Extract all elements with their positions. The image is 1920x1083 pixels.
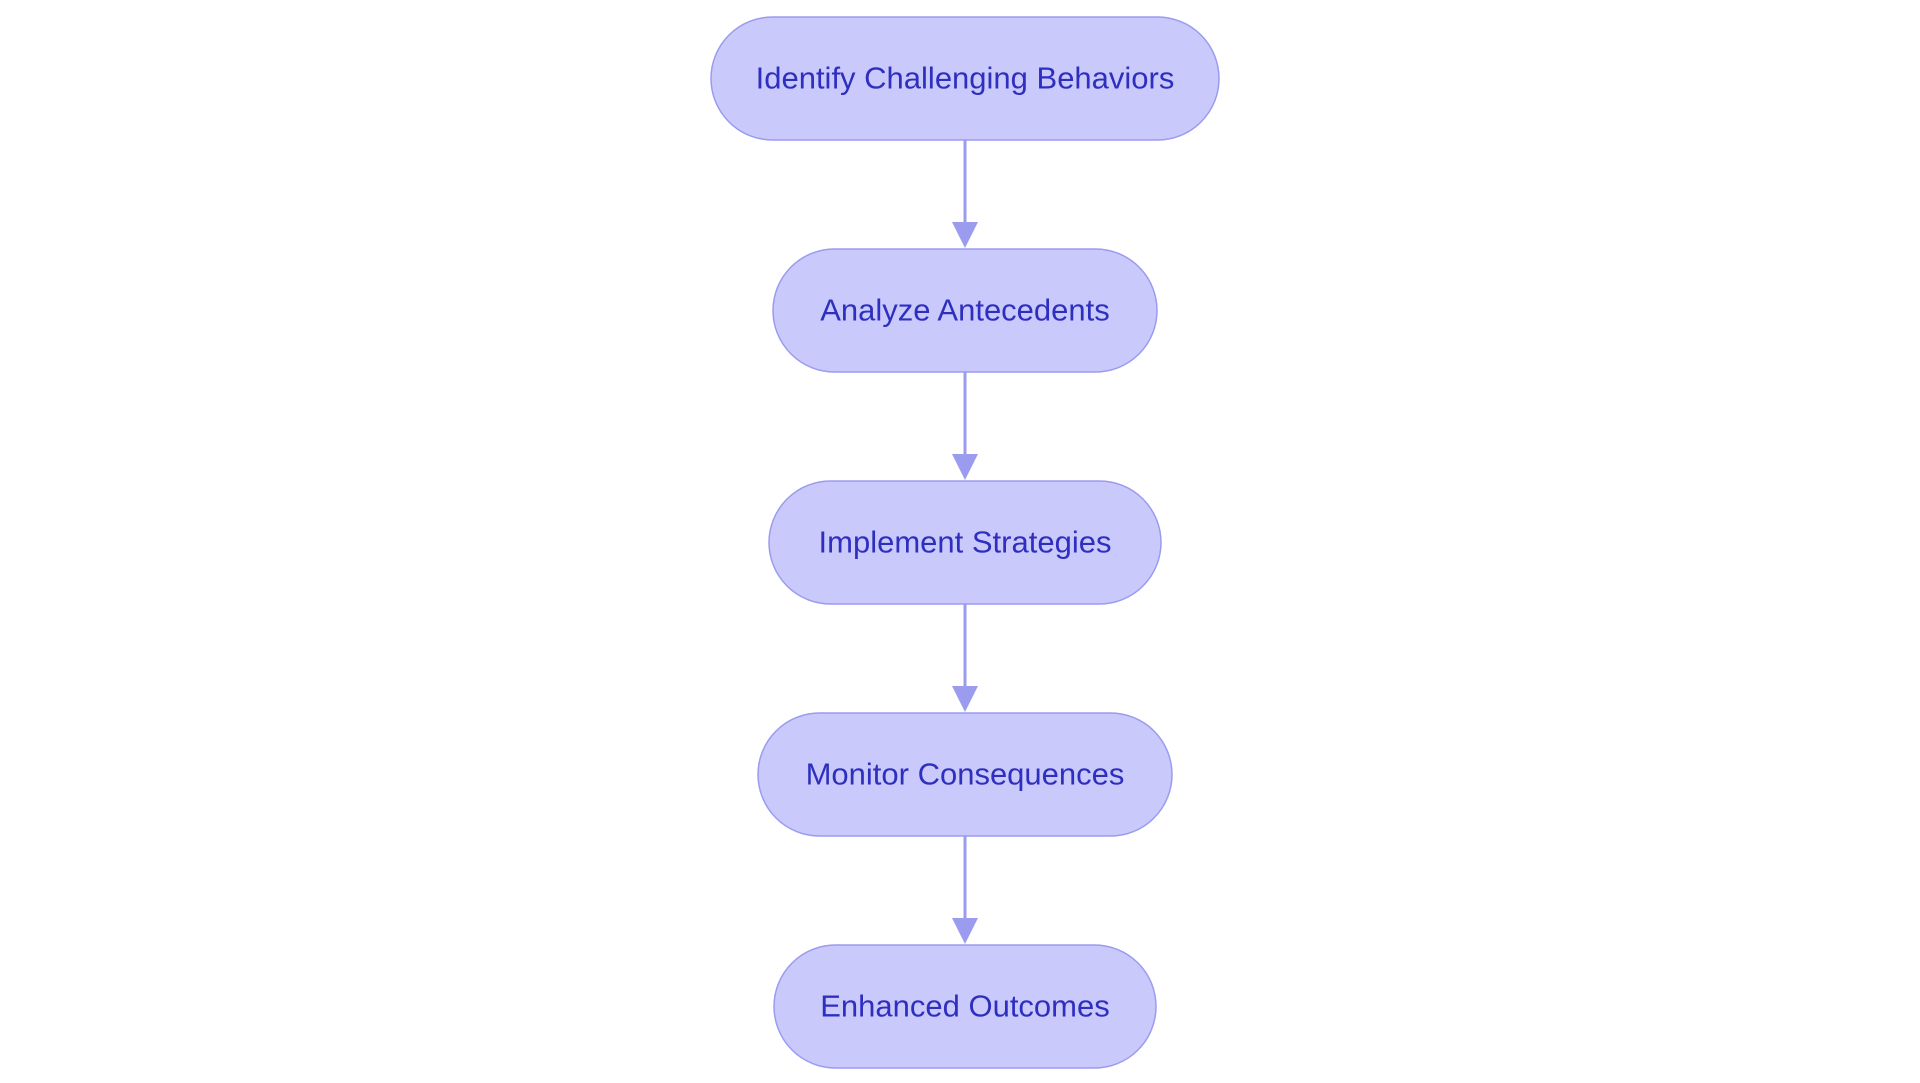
node-label: Enhanced Outcomes	[820, 989, 1110, 1024]
node-shape	[772, 248, 1158, 373]
node-implement: Implement Strategies	[768, 480, 1162, 605]
edge-identify-to-analyze	[952, 140, 978, 248]
node-shape	[773, 944, 1157, 1069]
node-label: Identify Challenging Behaviors	[756, 61, 1175, 96]
arrow-head	[952, 918, 978, 944]
node-identify: Identify Challenging Behaviors	[710, 16, 1220, 141]
node-shape	[710, 16, 1220, 141]
edge-analyze-to-implement	[952, 372, 978, 480]
node-shape	[768, 480, 1162, 605]
edges	[952, 140, 978, 944]
arrow-head	[952, 454, 978, 480]
node-label: Implement Strategies	[819, 525, 1112, 560]
arrow-head	[952, 222, 978, 248]
node-monitor: Monitor Consequences	[757, 712, 1173, 837]
node-label: Analyze Antecedents	[820, 293, 1110, 328]
arrow-head	[952, 686, 978, 712]
node-label: Monitor Consequences	[806, 757, 1125, 792]
node-analyze: Analyze Antecedents	[772, 248, 1158, 373]
edge-implement-to-monitor	[952, 604, 978, 712]
node-outcomes: Enhanced Outcomes	[773, 944, 1157, 1069]
node-shape	[757, 712, 1173, 837]
edge-monitor-to-outcomes	[952, 836, 978, 944]
